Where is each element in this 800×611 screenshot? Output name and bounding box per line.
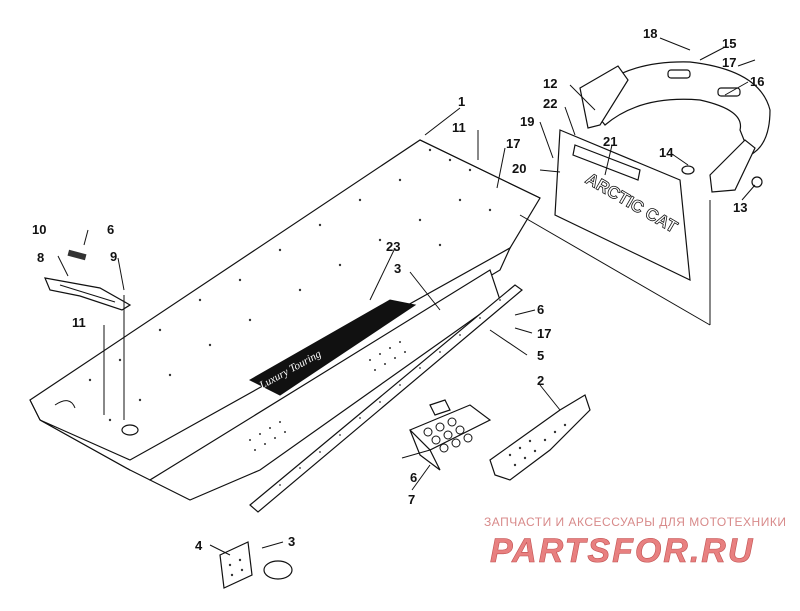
side-bracket-part	[489, 394, 591, 481]
callout-13: 13	[733, 200, 747, 215]
callout-16: 16	[750, 74, 764, 89]
callout-14: 14	[659, 145, 674, 160]
footrest-bracket-part	[408, 399, 492, 471]
callout-11: 11	[452, 120, 466, 135]
callout-23: 23	[386, 239, 400, 254]
snow-flap-part: ARCTIC CAT	[554, 129, 691, 282]
rear-bumper-part	[579, 61, 771, 193]
callout-19: 19	[520, 114, 534, 129]
bumper-cap-part	[681, 165, 695, 175]
callout-20: 20	[512, 161, 526, 176]
callout-labels: 1 2 3 3 4 5 6 6 6 7 8 9 10 11 11 12 13 1…	[32, 26, 764, 553]
running-board-part	[249, 284, 523, 513]
callout-10: 10	[32, 222, 46, 237]
callout-1: 1	[458, 94, 465, 109]
hitch-plate-part	[219, 541, 293, 589]
callout-17: 17	[722, 55, 736, 70]
callout-18: 18	[643, 26, 657, 41]
callout-15: 15	[722, 36, 736, 51]
watermark-logo-text: PARTSFOR.RU	[490, 532, 754, 570]
callout-12: 12	[543, 76, 557, 91]
leader-lines	[57, 37, 756, 556]
callout-22: 22	[543, 96, 557, 111]
callout-6: 6	[410, 470, 417, 485]
callout-9: 9	[110, 249, 117, 264]
left-bracket-part	[44, 277, 132, 311]
callout-5: 5	[537, 348, 544, 363]
callout-11: 11	[72, 315, 86, 330]
callout-6: 6	[107, 222, 114, 237]
callout-6: 6	[537, 302, 544, 317]
callout-21: 21	[603, 134, 617, 149]
watermark-logo: PARTSFOR.RU	[490, 532, 754, 570]
callout-3: 3	[288, 534, 295, 549]
tunnel-part	[29, 139, 541, 501]
watermark-tagline: ЗАПЧАСТИ И АКСЕССУАРЫ ДЛЯ МОТОТЕХНИКИ	[484, 515, 787, 529]
bumper-nut-part	[751, 176, 763, 188]
callout-3: 3	[394, 261, 401, 276]
small-plate-part	[67, 249, 87, 261]
callout-17: 17	[506, 136, 520, 151]
callout-17: 17	[537, 326, 551, 341]
callout-7: 7	[408, 492, 415, 507]
callout-2: 2	[537, 373, 544, 388]
callout-4: 4	[195, 538, 203, 553]
callout-8: 8	[37, 250, 44, 265]
